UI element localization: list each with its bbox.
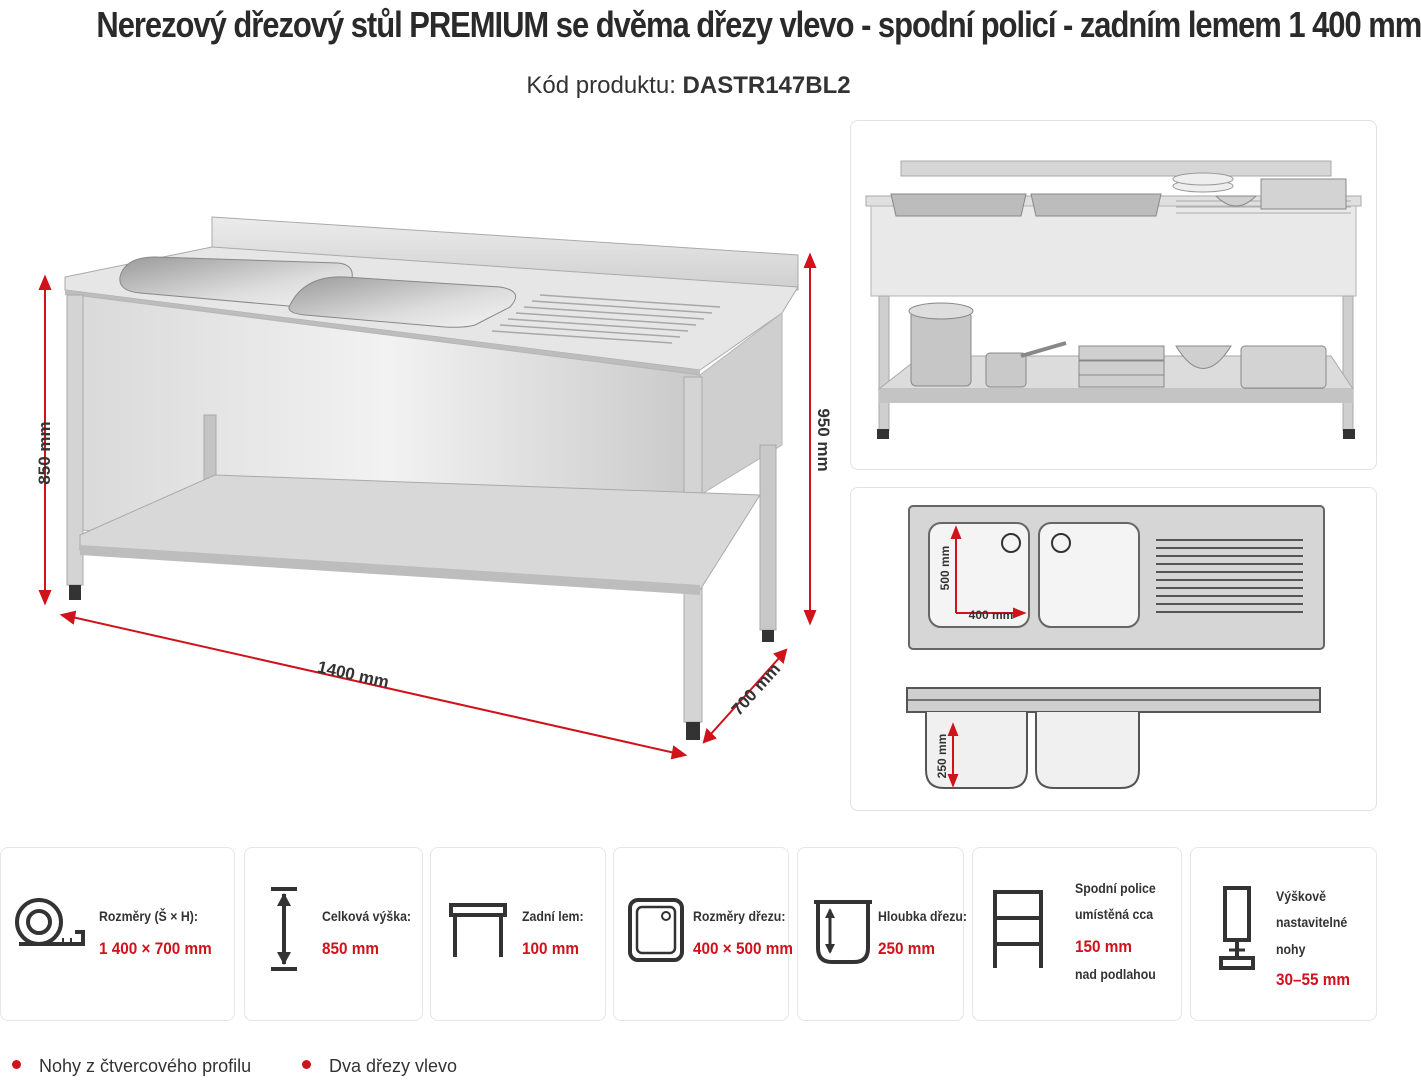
feature-label-sink-depth: Hloubka dřezu: [878, 908, 967, 924]
page-title: Nerezový dřezový stůl PREMIUM se dvěma d… [96, 4, 1421, 45]
feature-label-legs-line3: nohy [1276, 941, 1306, 957]
feature-value-sink-size: 400 × 500 mm [693, 939, 793, 958]
product-code-label: Kód produktu: [526, 72, 676, 99]
bullet-dot-icon [302, 1059, 311, 1069]
bullet-text: Dva dřezy vlevo [329, 1056, 458, 1076]
feature-card-shelf: Spodní police umístěná cca 150 mm nad po… [972, 847, 1182, 1021]
feature-value-backsplash: 100 mm [522, 939, 579, 958]
feature-label-backsplash: Zadní lem: [522, 908, 584, 924]
feature-label-shelf-line1: Spodní police [1075, 880, 1156, 896]
width-label: 1400 mm [316, 657, 391, 691]
tape-measure-icon [15, 898, 85, 946]
feature-card-dimensions: Rozměry (Š × H): 1 400 × 700 mm [0, 847, 235, 1021]
feature-card-backsplash: Zadní lem: 100 mm [430, 847, 606, 1021]
product-code: Kód produktu: DASTR147BL2 [0, 72, 1377, 100]
bullet-text: Nohy z čtvercového profilu [39, 1056, 252, 1076]
feature-value-legs: 30–55 mm [1276, 970, 1351, 989]
depth-label: 700 mm [728, 659, 784, 719]
feature-card-sink-depth: Hloubka dřezu: 250 mm [797, 847, 967, 1021]
shelf-icon [993, 890, 1043, 968]
feature-label-legs-line2: nastavitelné [1276, 914, 1348, 930]
feature-value-height: 850 mm [322, 939, 379, 958]
feature-label-sink-size: Rozměry dřezu: [693, 908, 786, 924]
height-arrow-icon [271, 887, 297, 971]
bullet-item-sinks: Dva dřezy vlevo [302, 1056, 457, 1077]
feature-label-dimensions: Rozměry (Š × H): [99, 908, 198, 924]
feature-card-sink-size: Rozměry dřezu: 400 × 500 mm [613, 847, 793, 1021]
product-code-value: DASTR147BL2 [682, 72, 851, 99]
sink-diagram-card: 500 mm 400 mm 250 mm [850, 487, 1377, 811]
feature-value-shelf: 150 mm [1075, 937, 1132, 956]
sink-diagram: 500 mm 400 mm 250 mm [906, 505, 1325, 789]
sink-width-label: 400 mm [969, 608, 1014, 622]
bullet-item-legs: Nohy z čtvercového profilu [12, 1056, 251, 1077]
backsplash-icon [449, 903, 507, 957]
feature-label-shelf-line2: umístěná cca [1075, 906, 1154, 922]
bullet-dot-icon [12, 1059, 21, 1069]
feature-card-height: Celková výška: 850 mm [244, 847, 423, 1021]
sink-depth-icon [814, 900, 872, 964]
adjustable-leg-icon [1219, 886, 1255, 970]
feature-label-legs-line1: Výškově [1276, 888, 1327, 904]
height-right-label: 950 mm [814, 408, 833, 471]
sink-top-icon [628, 898, 684, 962]
feature-label-shelf-line3: nad podlahou [1075, 966, 1156, 982]
sink-length-label: 500 mm [938, 546, 952, 591]
sink-depth-label: 250 mm [935, 734, 949, 779]
table-with-cookware-image [865, 160, 1362, 439]
feature-value-sink-depth: 250 mm [878, 939, 935, 958]
height-left-label: 850 mm [35, 421, 54, 484]
feature-card-legs: Výškově nastavitelné nohy 30–55 mm [1190, 847, 1377, 1021]
product-main-image: 850 mm 950 mm 1400 mm 700 mm [35, 216, 833, 760]
feature-label-height: Celková výška: [322, 908, 412, 924]
feature-value-dimensions: 1 400 × 700 mm [99, 939, 212, 958]
accessory-photo-card [850, 120, 1377, 470]
